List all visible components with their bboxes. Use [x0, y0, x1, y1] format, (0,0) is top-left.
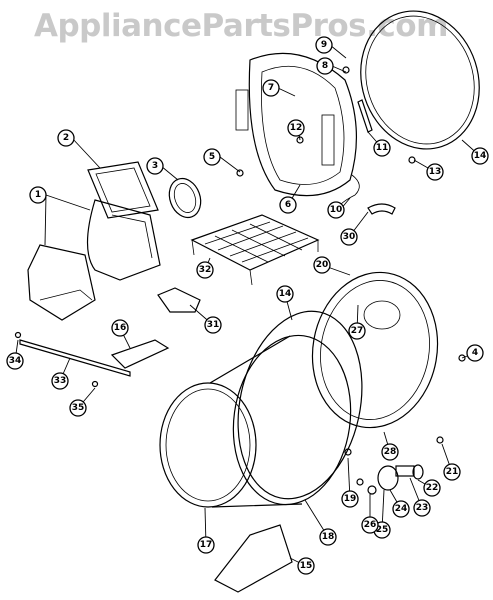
callout-32: 32 — [196, 261, 214, 279]
rear-bulkhead — [311, 271, 439, 429]
hinge-part — [357, 99, 373, 133]
callout-33: 33 — [51, 372, 69, 390]
svg-text:33: 33 — [54, 376, 67, 386]
svg-text:4: 4 — [472, 348, 478, 358]
callout-20: 20 — [313, 256, 331, 274]
callout-14-top: 14 — [471, 147, 489, 165]
front-bulkhead-panel — [235, 52, 358, 197]
callout-16: 16 — [111, 319, 129, 337]
callout-21: 21 — [443, 463, 461, 481]
leader-lines — [14, 44, 481, 567]
svg-text:5: 5 — [209, 152, 215, 162]
svg-text:10: 10 — [330, 205, 343, 215]
callout-2: 2 — [57, 129, 75, 147]
svg-text:13: 13 — [429, 167, 442, 177]
wire-part — [339, 174, 360, 206]
callout-30: 30 — [340, 228, 358, 246]
callout-7: 7 — [262, 79, 280, 97]
callout-10: 10 — [327, 201, 345, 219]
svg-text:14: 14 — [474, 151, 487, 161]
callout-15: 15 — [297, 557, 315, 575]
callout-18: 18 — [319, 528, 337, 546]
svg-text:19: 19 — [344, 494, 357, 504]
svg-text:35: 35 — [72, 403, 85, 413]
svg-text:8: 8 — [322, 61, 328, 71]
svg-text:7: 7 — [268, 83, 274, 93]
svg-text:20: 20 — [316, 260, 329, 270]
callout-5: 5 — [203, 148, 221, 166]
callout-6: 6 — [279, 196, 297, 214]
watermark-text: AppliancePartsPros.com — [34, 8, 448, 44]
callout-34: 34 — [6, 352, 24, 370]
svg-text:23: 23 — [416, 503, 429, 513]
clip-part — [367, 203, 396, 215]
callout-14-mid: 14 — [276, 285, 294, 303]
svg-text:16: 16 — [114, 323, 127, 333]
svg-text:26: 26 — [364, 520, 377, 530]
svg-text:24: 24 — [395, 504, 408, 514]
svg-text:31: 31 — [207, 320, 220, 330]
callout-17: 17 — [197, 536, 215, 554]
callout-31: 31 — [204, 316, 222, 334]
callout-8: 8 — [316, 57, 334, 75]
door-gasket-ring — [360, 10, 480, 150]
drum — [159, 334, 352, 508]
svg-text:2: 2 — [63, 133, 69, 143]
svg-text:14: 14 — [279, 289, 292, 299]
svg-text:18: 18 — [322, 532, 335, 542]
svg-text:25: 25 — [376, 525, 389, 535]
pulley-assembly — [356, 464, 424, 495]
callout-35: 35 — [69, 399, 87, 417]
svg-text:12: 12 — [290, 123, 303, 133]
cover-part — [214, 524, 293, 593]
baffle-part — [110, 339, 170, 369]
svg-text:28: 28 — [384, 447, 397, 457]
callout-13: 13 — [426, 163, 444, 181]
callout-3: 3 — [146, 157, 164, 175]
small-ring — [168, 177, 202, 219]
duct-assembly — [27, 199, 161, 321]
svg-text:22: 22 — [426, 483, 439, 493]
svg-text:21: 21 — [446, 467, 459, 477]
svg-text:32: 32 — [199, 265, 212, 275]
svg-text:6: 6 — [285, 200, 291, 210]
bracket-part — [157, 287, 201, 313]
callout-9: 9 — [315, 36, 333, 54]
callout-1: 1 — [29, 186, 47, 204]
svg-text:3: 3 — [152, 161, 158, 171]
svg-text:15: 15 — [300, 561, 313, 571]
callout-24: 24 — [392, 500, 410, 518]
svg-text:1: 1 — [35, 190, 41, 200]
screws — [14, 66, 466, 456]
callout-12: 12 — [287, 119, 305, 137]
callout-27: 27 — [348, 322, 366, 340]
callout-28: 28 — [381, 443, 399, 461]
callout-26: 26 — [361, 516, 379, 534]
callout-22: 22 — [423, 479, 441, 497]
strip-part — [19, 339, 131, 377]
callout-4: 4 — [466, 344, 484, 362]
svg-text:27: 27 — [351, 326, 364, 336]
drying-rack — [190, 214, 320, 286]
svg-text:17: 17 — [200, 540, 213, 550]
drum-seal — [237, 310, 363, 500]
lint-filter — [87, 161, 159, 219]
svg-text:34: 34 — [9, 356, 22, 366]
callout-19: 19 — [341, 490, 359, 508]
svg-text:9: 9 — [321, 40, 327, 50]
callout-23: 23 — [413, 499, 431, 517]
svg-text:11: 11 — [376, 143, 389, 153]
svg-text:30: 30 — [343, 232, 356, 242]
callout-11: 11 — [373, 139, 391, 157]
